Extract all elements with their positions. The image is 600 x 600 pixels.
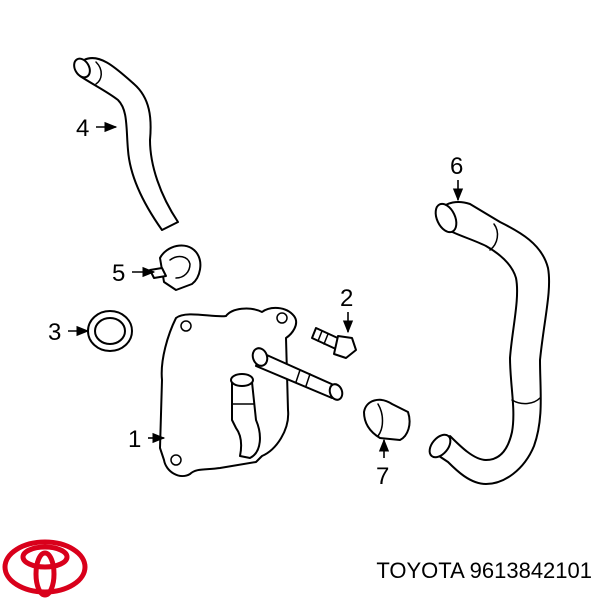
callout-4-label: 4: [76, 115, 89, 142]
oil-cooler-part: [159, 306, 344, 478]
callout-6-label: 6: [450, 153, 463, 180]
lower-hose-part: [428, 201, 551, 485]
hose-clamp-part: [149, 244, 202, 291]
part-number-label: TOYOTA 9613842101: [376, 558, 592, 583]
toyota-logo: [2, 539, 88, 598]
hose-clamp-part-7: [363, 398, 411, 441]
callout-5-label: 5: [112, 260, 125, 287]
callout-3-label: 3: [48, 319, 61, 346]
bolt-part: [311, 327, 357, 359]
o-ring-part: [87, 310, 133, 352]
callout-2-label: 2: [340, 285, 353, 312]
callout-7-label: 7: [376, 463, 389, 490]
callout-1-label: 1: [128, 426, 141, 453]
upper-hose-part: [73, 57, 179, 231]
